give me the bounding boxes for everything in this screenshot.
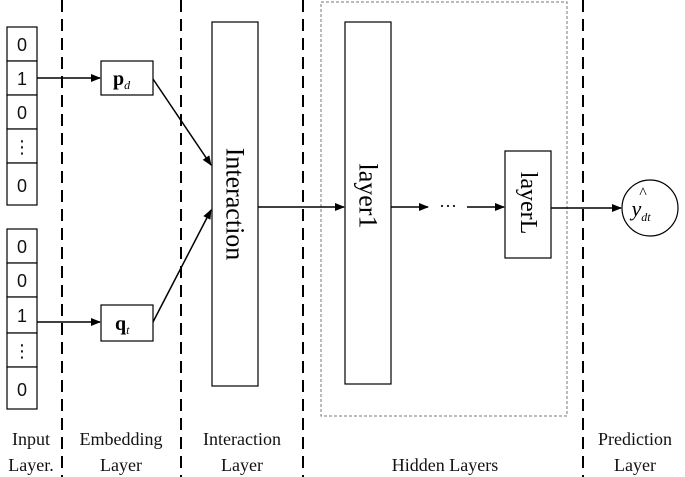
input-layer-label-line1: Input — [12, 429, 50, 449]
input-cell-value: 0 — [17, 35, 27, 55]
hidden-layer-last-label: layerL — [515, 172, 541, 235]
input-cell-value: 0 — [17, 237, 27, 257]
input-cell-value: 0 — [17, 380, 27, 400]
embedding-q-subscript: t — [126, 323, 130, 337]
hidden-layer-first-label: layer1 — [354, 164, 383, 229]
interaction-layer-label-line2: Layer — [221, 455, 263, 475]
embedding-layer-label-line2: Layer — [100, 455, 142, 475]
embedding-p-symbol: p — [113, 68, 124, 90]
input-cell — [6, 228, 38, 264]
input-cell-value: 0 — [17, 103, 27, 123]
input-cell-value: 0 — [17, 271, 27, 291]
input-cell-value: ⋮ — [13, 341, 31, 361]
input-cell — [6, 26, 38, 62]
interaction-layer-label-line1: Interaction — [203, 429, 281, 449]
input-cell-value: 1 — [17, 306, 27, 326]
prediction-layer-label-line2: Layer — [614, 455, 656, 475]
embedding-layer-label-line1: Embedding — [80, 429, 163, 449]
embedding-q-symbol: q — [115, 313, 126, 335]
input-cell — [6, 94, 38, 130]
interaction-layer-box — [211, 21, 259, 387]
hidden-layer-first-box — [344, 21, 392, 385]
input-layer-label-line2: Layer. — [8, 455, 53, 475]
hidden-layers-label: Hidden Layers — [392, 455, 498, 475]
hidden-layers-ellipsis: ··· — [439, 196, 457, 216]
input-cell — [6, 366, 38, 410]
embedding-p-subscript: d — [124, 78, 131, 92]
input-cell — [6, 296, 38, 334]
svg-text:qt: qt — [115, 313, 130, 337]
input-cell-value: 1 — [17, 69, 27, 89]
arrow-q-to-interaction — [152, 209, 212, 323]
svg-text:ydt: ydt — [629, 196, 651, 224]
embedding-p-box: pd — [100, 60, 154, 96]
prediction-subscript: dt — [641, 210, 651, 224]
input-cell-value: ⋮ — [13, 137, 31, 157]
prediction-symbol: y — [629, 196, 641, 221]
interaction-label: Interaction — [221, 148, 250, 261]
prediction-hat: ^ — [639, 185, 647, 202]
prediction-node — [621, 179, 679, 237]
embedding-q-box: qt — [100, 304, 154, 342]
input-vector-top: 0 1 0 ⋮ 0 — [6, 26, 38, 206]
input-cell — [6, 332, 38, 368]
input-vector-bottom: 0 0 1 ⋮ 0 — [6, 228, 38, 410]
hidden-layer-last-box — [504, 150, 552, 259]
input-cell — [6, 162, 38, 206]
input-cell — [6, 262, 38, 298]
input-cell-value: 0 — [17, 176, 27, 196]
prediction-layer-label-line1: Prediction — [598, 429, 672, 449]
arrow-p-to-interaction — [152, 78, 212, 166]
hidden-layers-boundary — [320, 1, 568, 417]
svg-text:pd: pd — [113, 68, 131, 92]
